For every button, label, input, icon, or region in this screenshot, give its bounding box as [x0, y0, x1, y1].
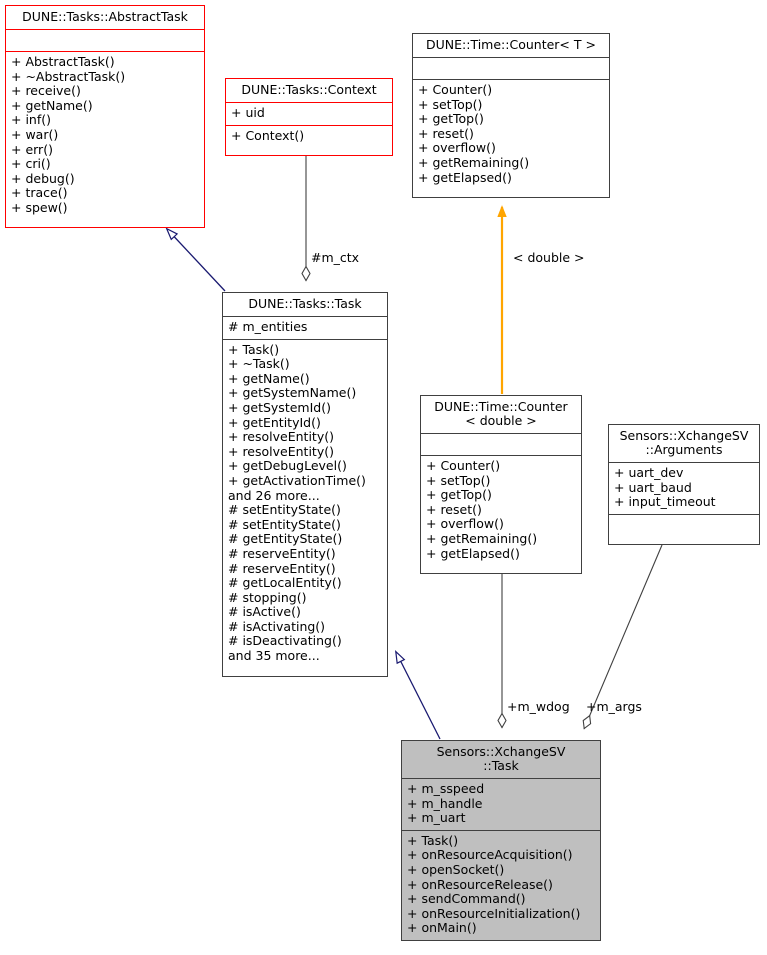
member-row: + debug(): [11, 170, 75, 186]
edge-xchangesv-task-inherits-task: [394, 649, 441, 740]
member-row: + spew(): [11, 199, 68, 215]
member-row: + resolveEntity(): [228, 443, 334, 459]
member-row: + sendCommand(): [407, 891, 526, 907]
member-row: + getActivationTime(): [228, 472, 366, 488]
member-row: + AbstractTask(): [11, 54, 115, 69]
member-row: + Counter(): [418, 82, 493, 97]
member-row: + getElapsed(): [418, 169, 512, 185]
edge-label-m-wdog: +m_wdog: [507, 699, 570, 714]
member-row: + uid: [231, 105, 265, 120]
member-row: # m_entities: [228, 319, 308, 334]
member-row: # getLocalEntity(): [228, 575, 342, 591]
member-row: + onMain(): [407, 920, 477, 936]
class-attributes-arguments: + uart_dev + uart_baud + input_timeout: [609, 462, 759, 514]
member-row: + getName(): [228, 370, 310, 386]
class-title-xchangesv-task: Sensors::XchangeSV ::Task: [436, 744, 566, 773]
member-row: + uart_baud: [614, 479, 692, 495]
class-box-xchangesv-task[interactable]: Sensors::XchangeSV ::Task + m_sspeed + m…: [401, 740, 601, 941]
member-row: + inf(): [11, 112, 51, 128]
member-row: + overflow(): [426, 516, 504, 532]
edge-label-m-args: +m_args: [586, 699, 642, 714]
class-box-counter-double[interactable]: DUNE::Time::Counter < double > + Counter…: [420, 395, 582, 574]
member-row: # stopping(): [228, 589, 307, 605]
member-row: + resolveEntity(): [228, 429, 334, 445]
member-row: + getTop(): [426, 487, 492, 503]
class-attributes-xchangesv-task: + m_sspeed + m_handle + m_uart: [402, 778, 600, 830]
member-row: + Counter(): [426, 458, 501, 473]
member-row: # getEntityState(): [228, 531, 343, 547]
member-row: + ~AbstractTask(): [11, 68, 126, 84]
edge-label-m-ctx: #m_ctx: [311, 250, 360, 265]
class-title-counter-t: DUNE::Time::Counter< T >: [426, 37, 596, 52]
member-row: + m_handle: [407, 795, 483, 811]
member-row: + ~Task(): [228, 356, 290, 372]
class-attributes-context: + uid: [226, 102, 392, 125]
class-box-arguments[interactable]: Sensors::XchangeSV ::Arguments + uart_de…: [608, 424, 760, 545]
class-methods-counter-double: + Counter() + setTop() + getTop() + rese…: [421, 455, 581, 565]
member-row: + overflow(): [418, 140, 496, 156]
member-row: + getEntityId(): [228, 414, 321, 430]
class-box-context[interactable]: DUNE::Tasks::Context + uid + Context(): [225, 78, 393, 156]
member-row: + onResourceInitialization(): [407, 905, 581, 921]
member-row: + setTop(): [418, 96, 483, 112]
member-row: + reset(): [418, 125, 474, 141]
member-row: + trace(): [11, 185, 68, 201]
member-row: + reset(): [426, 501, 482, 517]
member-row: + openSocket(): [407, 861, 505, 877]
class-box-abstract-task[interactable]: DUNE::Tasks::AbstractTask + AbstractTask…: [5, 5, 205, 228]
member-row: + Task(): [228, 341, 280, 357]
member-row: + cri(): [11, 156, 51, 172]
member-row: + Task(): [407, 832, 459, 848]
class-attributes-abstract-task: [6, 29, 204, 51]
class-attributes-counter-double: [421, 433, 581, 455]
class-title-task: DUNE::Tasks::Task: [248, 296, 362, 311]
member-row: # isDeactivating(): [228, 633, 342, 649]
member-row: + getElapsed(): [426, 545, 520, 561]
member-row: + onResourceAcquisition(): [407, 847, 573, 863]
member-row: + err(): [11, 141, 53, 157]
member-row: # setEntityState(): [228, 516, 341, 532]
class-title-context: DUNE::Tasks::Context: [241, 82, 377, 97]
edge-label-template-double: < double >: [513, 250, 585, 265]
class-methods-counter-t: + Counter() + setTop() + getTop() + rese…: [413, 79, 609, 189]
class-attributes-task: # m_entities: [223, 316, 387, 339]
member-row: + war(): [11, 126, 59, 142]
edge-task-inherits-abstracttask: [165, 227, 226, 292]
member-row: + getRemaining(): [418, 154, 530, 170]
member-row: + getRemaining(): [426, 530, 538, 546]
member-row: + m_uart: [407, 810, 466, 826]
class-box-task[interactable]: DUNE::Tasks::Task # m_entities + Task() …: [222, 292, 388, 677]
class-methods-arguments: [609, 513, 759, 536]
class-methods-abstract-task: + AbstractTask() + ~AbstractTask() + rec…: [6, 51, 204, 220]
member-row: + input_timeout: [614, 494, 716, 510]
member-row: + receive(): [11, 83, 81, 99]
class-methods-context: + Context(): [226, 124, 392, 148]
member-row: # isActivating(): [228, 618, 326, 634]
member-row: + onResourceRelease(): [407, 876, 553, 892]
member-row: and 26 more...: [228, 487, 320, 503]
member-row: + getSystemId(): [228, 399, 331, 415]
class-title-abstract-task: DUNE::Tasks::AbstractTask: [22, 9, 188, 24]
member-row: + getDebugLevel(): [228, 458, 347, 474]
member-row: and 35 more...: [228, 648, 320, 664]
class-attributes-counter-t: [413, 57, 609, 79]
member-row: # reserveEntity(): [228, 560, 336, 576]
member-row: # setEntityState(): [228, 502, 341, 518]
member-row: + getSystemName(): [228, 385, 357, 401]
member-row: + Context(): [231, 127, 305, 143]
class-methods-task: + Task() + ~Task() + getName() + getSyst…: [223, 338, 387, 668]
member-row: + getTop(): [418, 111, 484, 127]
class-title-arguments: Sensors::XchangeSV ::Arguments: [619, 428, 749, 457]
class-methods-xchangesv-task: + Task() + onResourceAcquisition() + ope…: [402, 829, 600, 940]
class-box-counter-t[interactable]: DUNE::Time::Counter< T > + Counter() + s…: [412, 33, 610, 198]
member-row: + getName(): [11, 97, 93, 113]
member-row: + m_sspeed: [407, 781, 485, 796]
member-row: # reserveEntity(): [228, 545, 336, 561]
member-row: # isActive(): [228, 604, 301, 620]
member-row: + uart_dev: [614, 465, 684, 480]
member-row: + setTop(): [426, 472, 491, 488]
class-title-counter-double: DUNE::Time::Counter < double >: [434, 399, 568, 428]
